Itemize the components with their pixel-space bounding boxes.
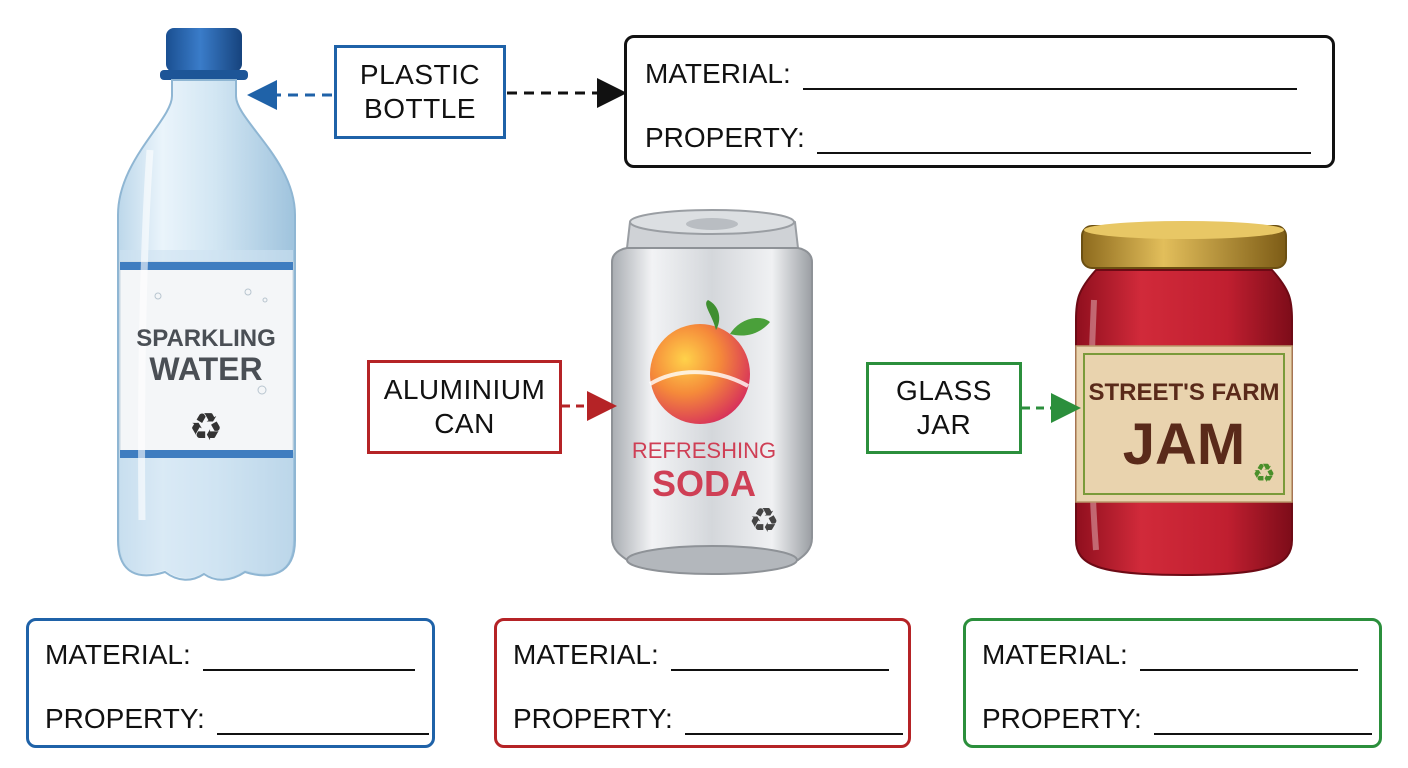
top-property-blank[interactable] — [816, 126, 1311, 154]
plastic-label-line2: BOTTLE — [364, 93, 476, 124]
aluminium-property-label: PROPERTY: — [513, 703, 673, 734]
glass-material-blank[interactable] — [1139, 643, 1358, 671]
plastic-property-blank[interactable] — [216, 707, 429, 735]
aluminium-can: REFRESHING SODA ♻ — [611, 209, 813, 575]
jar-label — [1075, 345, 1293, 503]
plastic-answer-form: MATERIAL: PROPERTY: — [26, 618, 435, 748]
can-label-line2: SODA — [652, 463, 756, 504]
plastic-material-blank[interactable] — [202, 643, 415, 671]
recycle-icon: ♻ — [189, 405, 223, 449]
plastic-material-label: MATERIAL: — [45, 639, 191, 670]
glass-jar: STREET'S FARM JAM ♻ — [1075, 221, 1293, 577]
recycle-icon: ♻ — [749, 501, 779, 541]
top-material-blank[interactable] — [802, 62, 1297, 90]
top-answer-form: MATERIAL: PROPERTY: — [624, 35, 1335, 168]
bottle-label-line1: SPARKLING — [136, 325, 276, 352]
aluminium-material-label: MATERIAL: — [513, 639, 659, 670]
glass-property-label: PROPERTY: — [982, 703, 1142, 734]
top-material-label: MATERIAL: — [645, 58, 791, 89]
glass-jar-label: GLASS JAR — [866, 362, 1022, 454]
glass-label-line1: GLASS — [896, 375, 992, 406]
recycle-icon: ♻ — [1252, 459, 1275, 489]
jar-label-line1: STREET'S FARM — [1088, 379, 1279, 406]
aluminium-answer-form: MATERIAL: PROPERTY: — [494, 618, 911, 748]
aluminium-property-blank[interactable] — [684, 707, 903, 735]
glass-property-blank[interactable] — [1153, 707, 1372, 735]
aluminium-material-blank[interactable] — [670, 643, 889, 671]
plastic-bottle: SPARKLING WATER ♻ — [117, 28, 296, 581]
glass-label-line2: JAR — [916, 409, 972, 440]
plastic-label-line1: PLASTIC — [359, 59, 481, 90]
top-property-label: PROPERTY: — [645, 122, 805, 153]
bottle-label — [119, 261, 294, 453]
jar-label-line2: JAM — [1123, 412, 1245, 477]
plastic-property-label: PROPERTY: — [45, 703, 205, 734]
aluminium-label-line2: CAN — [434, 408, 495, 439]
plastic-bottle-label: PLASTIC BOTTLE — [334, 45, 506, 139]
glass-material-label: MATERIAL: — [982, 639, 1128, 670]
aluminium-can-label: ALUMINIUM CAN — [367, 360, 562, 454]
aluminium-label-line1: ALUMINIUM — [383, 374, 546, 405]
can-label-line1: REFRESHING — [632, 438, 776, 463]
bottle-label-line2: WATER — [149, 351, 262, 387]
bottle-cap — [166, 28, 242, 72]
glass-answer-form: MATERIAL: PROPERTY: — [963, 618, 1382, 748]
